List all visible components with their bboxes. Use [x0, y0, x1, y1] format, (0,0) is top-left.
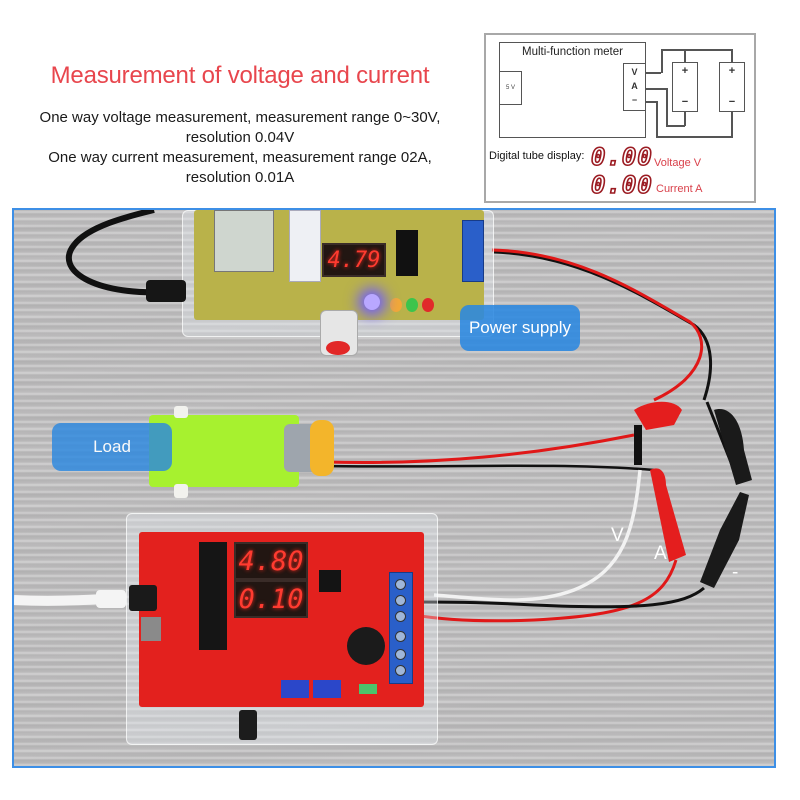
meter-voltage-display: 4.80 [234, 542, 308, 580]
wire-v [661, 49, 732, 51]
power-supply-pcb: 4.79 [194, 210, 484, 320]
description-line-1: One way voltage measurement, measurement… [39, 109, 441, 126]
wiring-diagram: Multi-function meter 5 V V A − + − + − D… [484, 33, 756, 203]
description-line-2: resolution 0.04V [185, 129, 295, 146]
wiring-svg [14, 210, 752, 623]
transformer-coil [289, 210, 321, 282]
wire-v [731, 49, 733, 63]
terminal-a: A [631, 81, 638, 91]
voltage-label: Voltage V [654, 157, 702, 169]
terminal-screw [395, 665, 406, 676]
battery-plus-icon: + [728, 65, 736, 77]
battery-plus-icon: + [681, 65, 689, 77]
negative-probe-label: - [732, 562, 739, 583]
trimmer-pot-2 [313, 680, 341, 698]
gear-motor-body [149, 415, 299, 487]
motor-shaft-bottom [174, 484, 188, 498]
terminal-box: V A − [623, 63, 646, 111]
voltage-probe-label: V [611, 525, 624, 546]
transformer [214, 210, 274, 272]
setup-photo: 4.79 Power supply Load 4.80 0.10 [12, 208, 776, 768]
description-line-4: resolution 0.01A [185, 169, 295, 186]
motor-end-cap [310, 420, 334, 476]
blue-led [364, 294, 380, 310]
usb-plug [96, 590, 126, 608]
terminal-screw [395, 579, 406, 590]
dc-jack [129, 585, 157, 611]
load-label: Load [52, 423, 172, 471]
terminal-screw [395, 595, 406, 606]
wire-negative [656, 136, 733, 138]
op-amp-chip [319, 570, 341, 592]
power-input-box: 5 V [499, 71, 522, 105]
terminal-screw [395, 631, 406, 642]
description-line-3: One way current measurement, measurement… [48, 149, 432, 166]
battery-1: + − [672, 62, 698, 112]
motor-shaft-top [174, 406, 188, 418]
ic-chip [396, 230, 418, 276]
microcontroller-chip [199, 542, 227, 650]
voltage-knob [320, 310, 358, 356]
terminal-screw [395, 611, 406, 622]
wire-v [661, 49, 663, 73]
wire-a [646, 88, 666, 90]
meter-terminal-block [389, 572, 413, 684]
wire-negative [731, 111, 733, 137]
green-connector [359, 684, 377, 694]
power-input-label: 5 V [505, 85, 515, 91]
trimmer-pot-1 [281, 680, 309, 698]
power-supply-label: Power supply [460, 305, 580, 351]
terminal-v: V [631, 67, 638, 77]
buzzer [347, 627, 385, 665]
headline: Measurement of voltage and current [50, 62, 430, 89]
green-led [406, 298, 418, 312]
yellow-led [390, 298, 402, 312]
current-probe-label: A [654, 543, 667, 564]
power-supply-display: 4.79 [322, 243, 386, 277]
terminal-negative: − [631, 95, 638, 105]
battery-minus-icon: − [728, 96, 736, 108]
wire-v [684, 49, 686, 63]
power-supply-terminal-block [462, 220, 484, 282]
red-led [422, 298, 434, 312]
digital-tube-display-label: Digital tube display: [489, 150, 585, 162]
push-button [239, 710, 257, 740]
terminal-screw [395, 649, 406, 660]
usb-port [141, 617, 161, 641]
wire-a [666, 125, 685, 127]
power-plug [146, 280, 186, 302]
wire-a [684, 111, 686, 126]
wire-negative [646, 101, 656, 103]
battery-2: + − [719, 62, 745, 112]
knob-cap [326, 341, 350, 355]
current-label: Current A [656, 183, 703, 195]
current-segment-display: 0.00 [590, 171, 653, 199]
voltage-segment-display: 0.00 [590, 143, 653, 171]
wire-a [666, 88, 668, 126]
meter-current-display: 0.10 [234, 580, 308, 618]
meter-pcb: 4.80 0.10 [139, 532, 424, 707]
multi-function-meter-box: Multi-function meter [499, 42, 646, 138]
wire-v [646, 72, 661, 74]
battery-minus-icon: − [681, 96, 689, 108]
wire-negative [656, 101, 658, 137]
meter-title: Multi-function meter [522, 46, 623, 58]
